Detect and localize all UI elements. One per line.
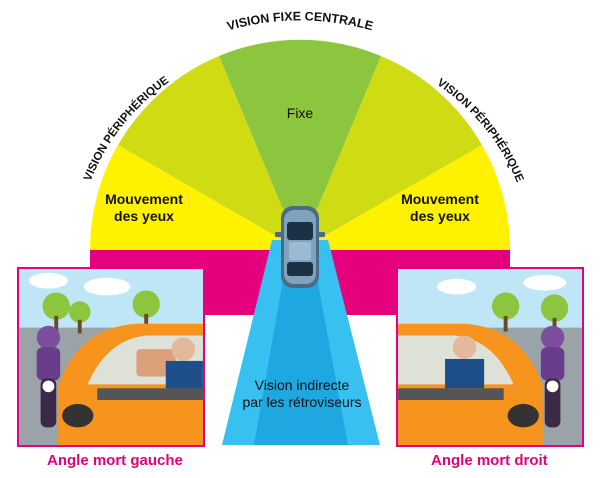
mirror-zone-label-line2: par les rétroviseurs (242, 394, 361, 410)
car-top-view (275, 206, 325, 288)
eye-movement-left-label-line1: Mouvement (105, 191, 183, 207)
mirror-zone-label-line1: Vision indirecte (255, 377, 350, 393)
peripheral-zone-right (300, 56, 482, 250)
mirror-zone-inner (254, 240, 348, 445)
right-blind-spot-caption: Angle mort droit (431, 452, 548, 469)
central-vision-arc-label: VISION FIXE CENTRALE (225, 9, 374, 33)
eye-movement-zone-right (300, 145, 511, 250)
peripheral-zone-left (118, 56, 300, 250)
eye-movement-left-label-line2: des yeux (114, 208, 174, 224)
left-blind-spot-illustration (17, 267, 205, 447)
driver-left-scene (19, 269, 203, 445)
central-fixed-zone (219, 39, 381, 251)
eye-movement-zone-left (89, 145, 300, 250)
right-blind-spot-illustration (396, 267, 584, 447)
eye-movement-right-label-line2: des yeux (410, 208, 470, 224)
left-blind-spot-caption: Angle mort gauche (47, 452, 183, 469)
eye-movement-right-label-line1: Mouvement (401, 191, 479, 207)
fixed-zone-label: Fixe (287, 105, 314, 121)
driver-right-scene (398, 269, 582, 445)
vision-sectors (89, 39, 511, 445)
